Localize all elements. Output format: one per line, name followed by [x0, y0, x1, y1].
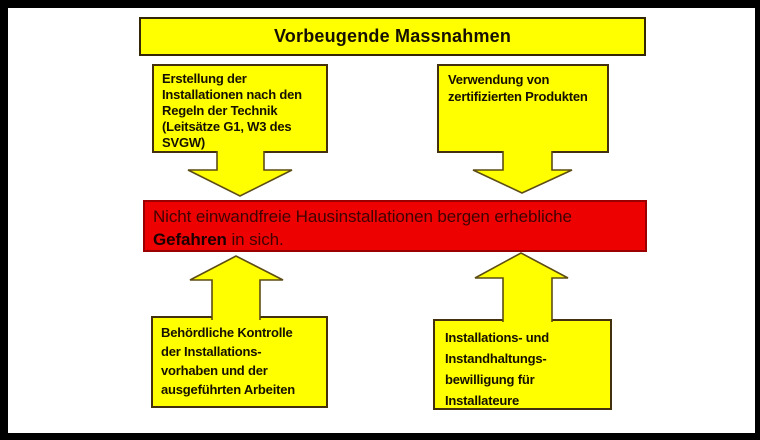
up-arrow-icon	[474, 252, 569, 322]
measure-box-top-left: Erstellung der Installationen nach den R…	[152, 64, 328, 153]
measure-box-bottom-right: Installations- und Instandhaltungs- bewi…	[433, 319, 612, 410]
diagram-title: Vorbeugende Massnahmen	[273, 26, 512, 46]
title-box: Vorbeugende Massnahmen	[139, 17, 646, 56]
warning-bold-word: Gefahren	[153, 230, 227, 249]
warning-line2: Gefahren in sich.	[153, 228, 637, 251]
measure-box-top-left-text: Erstellung der Installationen nach den R…	[162, 71, 302, 150]
measure-box-top-right-text: Verwendung von zertifizierten Produkten	[448, 72, 588, 104]
warning-line2-rest: in sich.	[226, 230, 284, 249]
measure-box-top-right: Verwendung von zertifizierten Produkten	[437, 64, 609, 153]
measure-box-bottom-right-text: Installations- und Instandhaltungs- bewi…	[445, 330, 550, 408]
warning-box: Nicht einwandfreie Hausinstallationen be…	[143, 200, 647, 252]
measure-box-bottom-left: Behördliche Kontrolle der Installations-…	[151, 316, 328, 408]
measure-box-bottom-left-text: Behördliche Kontrolle der Installations-…	[161, 325, 296, 397]
up-arrow-icon	[189, 255, 284, 320]
down-arrow-icon	[472, 151, 573, 194]
warning-line1: Nicht einwandfreie Hausinstallationen be…	[153, 207, 572, 226]
down-arrow-icon	[187, 151, 293, 197]
